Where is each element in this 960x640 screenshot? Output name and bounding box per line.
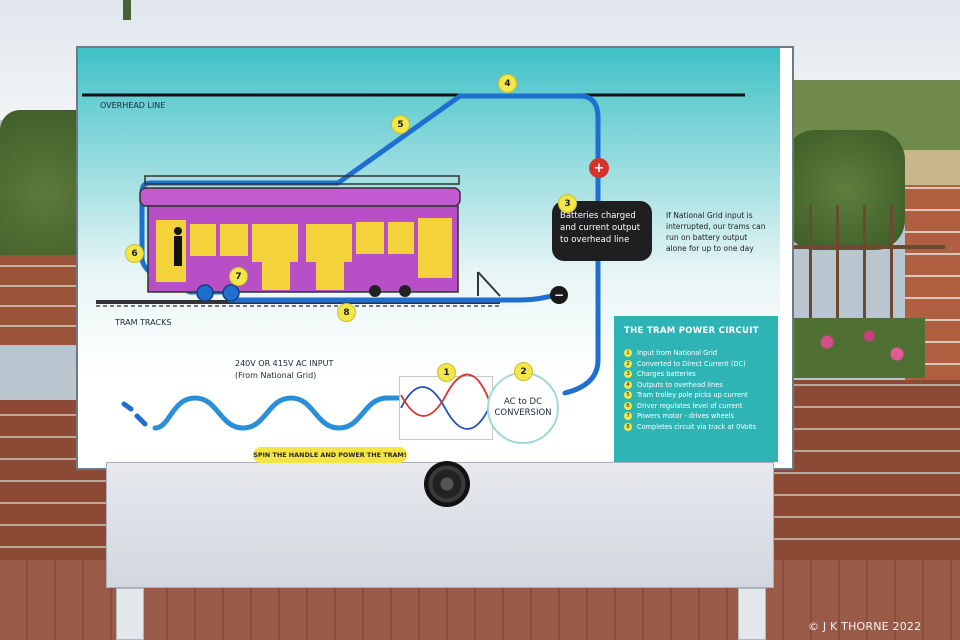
marker-5: 5 (391, 115, 410, 134)
legend-item: 1 Input from National Grid (624, 348, 770, 359)
legend-text: Outputs to overhead lines (637, 380, 723, 389)
legend-item: 6 Driver regulates level of current (624, 401, 770, 412)
conversion-line1: AC to DC (503, 397, 543, 407)
overhead-line-label: OVERHEAD LINE (100, 101, 166, 110)
legend-item: 4 Outputs to overhead lines (624, 380, 770, 391)
legend-item: 2 Converted to Direct Current (DC) (624, 359, 770, 370)
photo-watermark: © J K THORNE 2022 (808, 620, 922, 633)
marker-8: 8 (337, 303, 356, 322)
legend-item: 7 Powers motor - drives wheels (624, 411, 770, 422)
marker-3: 3 (558, 194, 577, 213)
legend-text: Tram trolley pole picks up current (637, 391, 748, 399)
trace-blue (400, 386, 490, 430)
spin-handle-banner: SPIN THE HANDLE AND POWER THE TRAM! (253, 447, 407, 463)
legend-item: 5 Tram trolley pole picks up current (624, 390, 770, 401)
legend-number: 3 (624, 370, 632, 379)
legend-text: Input from National Grid (637, 349, 718, 357)
legend-number: 8 (624, 422, 632, 431)
marker-7: 7 (229, 267, 248, 286)
railing-bar (785, 245, 945, 249)
tram-tracks-label: TRAM TRACKS (115, 318, 172, 327)
flower-bed (785, 318, 925, 378)
crank-handle[interactable] (424, 461, 470, 507)
trace-red (400, 373, 490, 417)
brick-wall-right (770, 380, 960, 560)
grid-note-text: If National Grid input is interrupted, o… (666, 211, 766, 253)
ac-dc-conversion-circle: AC to DC CONVERSION (487, 372, 559, 444)
positive-terminal-icon: + (589, 158, 609, 178)
conversion-line2: CONVERSION (494, 408, 552, 418)
ac-input-label: 240V OR 415V AC INPUT (From National Gri… (235, 358, 333, 382)
legend-number: 6 (624, 401, 632, 410)
utility-pole (123, 0, 131, 20)
legend-item: 8 Completes circuit via track at 0Volts (624, 422, 770, 433)
negative-terminal-icon: − (550, 286, 568, 304)
legend-number: 7 (624, 412, 632, 421)
legend-number: 5 (624, 391, 632, 400)
ac-input-wave (152, 395, 403, 431)
ac-input-label-line2: (From National Grid) (235, 371, 317, 380)
legend-text: Converted to Direct Current (DC) (637, 359, 746, 368)
tram-illustration (139, 175, 501, 302)
legend-item: 3 Charges batteries (624, 369, 770, 380)
legend-number: 2 (624, 359, 632, 368)
legend-text: Charges batteries (637, 370, 696, 378)
circuit-wire-right (562, 175, 601, 396)
legend-title: THE TRAM POWER CIRCUIT (624, 326, 759, 336)
legend-text: Completes circuit via track at 0Volts (637, 422, 757, 431)
legend-text: Powers motor - drives wheels (637, 412, 734, 420)
legend-number: 1 (624, 349, 632, 358)
legend-panel: THE TRAM POWER CIRCUIT 1 Input from Natio… (614, 316, 778, 462)
sign-leg-right (738, 588, 766, 640)
circuit-wire-overhead (335, 93, 601, 186)
ac-input-label-line1: 240V OR 415V AC INPUT (235, 359, 334, 368)
marker-1: 1 (437, 363, 456, 382)
marker-4: 4 (498, 74, 517, 93)
legend-text: Driver regulates level of current (637, 401, 743, 410)
marker-6: 6 (125, 244, 144, 263)
legend-number: 4 (624, 380, 632, 389)
sign-leg-left (116, 588, 144, 640)
ac-wave-dashes (121, 401, 148, 427)
marker-2: 2 (514, 362, 533, 381)
